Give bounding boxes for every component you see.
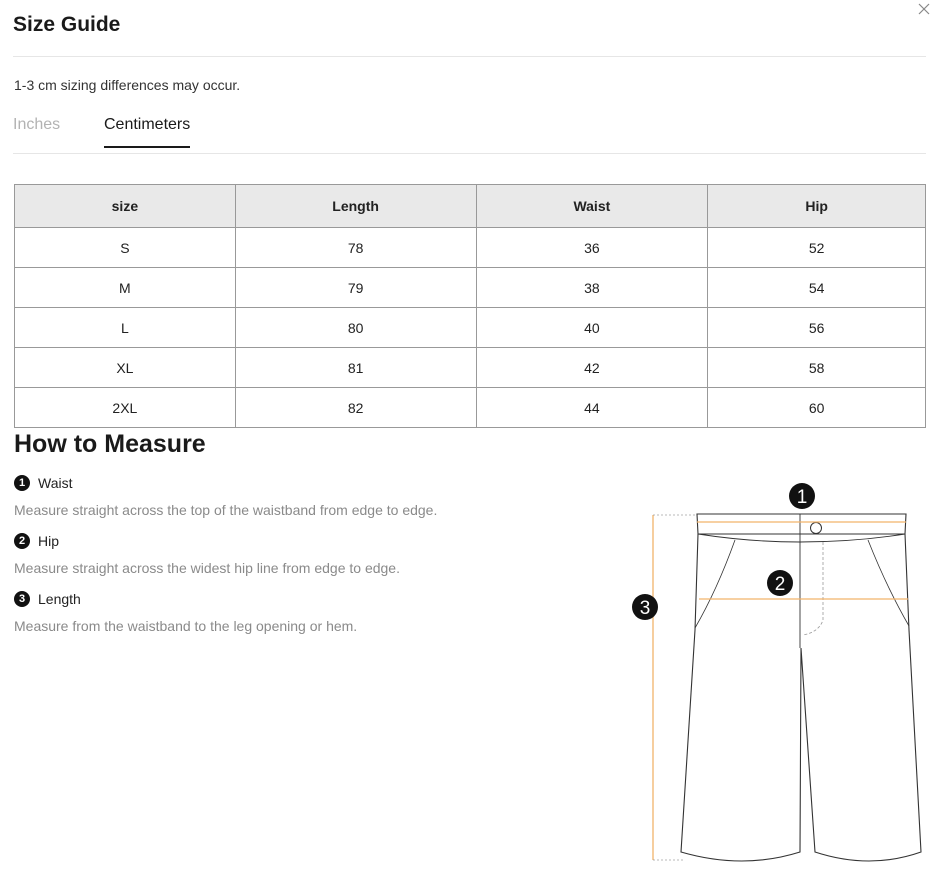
size-table: size Length Waist Hip S 78 36 52 M 79 38… xyxy=(14,184,926,428)
table-row: 2XL 82 44 60 xyxy=(14,387,926,428)
table-row: XL 81 42 58 xyxy=(14,347,926,388)
svg-text:3: 3 xyxy=(640,598,651,619)
table-row: M 79 38 54 xyxy=(14,267,926,308)
measure-item-hip: 2 Hip Measure straight across the widest… xyxy=(14,531,400,576)
shorts-illustration: 1 2 3 xyxy=(632,483,922,862)
svg-text:1: 1 xyxy=(797,487,808,508)
table-cell: 80 xyxy=(234,307,477,348)
sizing-note: 1-3 cm sizing differences may occur. xyxy=(14,77,241,93)
measure-item-desc: Measure from the waistband to the leg op… xyxy=(14,618,358,634)
table-cell: 52 xyxy=(707,227,926,268)
table-cell: 56 xyxy=(707,307,926,348)
table-cell: 58 xyxy=(707,347,926,388)
shorts-measurement-diagram: 1 2 3 xyxy=(625,480,930,865)
tab-centimeters[interactable]: Centimeters xyxy=(104,116,191,148)
table-cell: 82 xyxy=(234,387,477,428)
measure-item-name: Hip xyxy=(38,533,60,549)
table-cell: S xyxy=(14,227,236,268)
modal-title: Size Guide xyxy=(13,13,121,36)
column-header-hip: Hip xyxy=(707,184,926,228)
table-cell: 44 xyxy=(475,387,709,428)
table-cell: 42 xyxy=(475,347,709,388)
tab-inches[interactable]: Inches xyxy=(13,116,61,133)
column-header-length: Length xyxy=(234,184,477,228)
header-divider xyxy=(13,56,926,57)
svg-text:2: 2 xyxy=(775,574,786,595)
shorts-outline xyxy=(680,533,922,862)
measure-item-desc: Measure straight across the widest hip l… xyxy=(14,560,400,576)
badge-3: 3 xyxy=(632,594,658,620)
column-header-size: size xyxy=(14,184,236,228)
unit-tabs: Inches Centimeters xyxy=(13,112,926,154)
number-badge: 2 xyxy=(14,533,30,549)
measure-item-length: 3 Length Measure from the waistband to t… xyxy=(14,589,357,634)
table-cell: 78 xyxy=(234,227,477,268)
table-cell: 81 xyxy=(234,347,477,388)
measure-item-name: Waist xyxy=(38,475,73,491)
measure-item-name: Length xyxy=(38,591,81,607)
table-header-row: size Length Waist Hip xyxy=(14,184,926,228)
table-cell: L xyxy=(14,307,236,348)
table-cell: M xyxy=(14,267,236,308)
table-cell: 36 xyxy=(475,227,709,268)
table-cell: 38 xyxy=(475,267,709,308)
number-badge: 1 xyxy=(14,475,30,491)
badge-2: 2 xyxy=(767,570,793,596)
table-row: S 78 36 52 xyxy=(14,227,926,268)
table-cell: XL xyxy=(14,347,236,388)
table-cell: 60 xyxy=(707,387,926,428)
table-cell: 54 xyxy=(707,267,926,308)
column-header-waist: Waist xyxy=(475,184,709,228)
close-button[interactable] xyxy=(917,2,931,16)
close-icon xyxy=(918,3,930,15)
badge-1: 1 xyxy=(789,483,815,509)
table-cell: 40 xyxy=(475,307,709,348)
measure-item-waist: 1 Waist Measure straight across the top … xyxy=(14,473,437,518)
table-cell: 2XL xyxy=(14,387,236,428)
number-badge: 3 xyxy=(14,591,30,607)
measure-item-desc: Measure straight across the top of the w… xyxy=(14,502,438,518)
table-cell: 79 xyxy=(234,267,477,308)
how-to-measure-title: How to Measure xyxy=(14,430,206,458)
table-row: L 80 40 56 xyxy=(14,307,926,348)
